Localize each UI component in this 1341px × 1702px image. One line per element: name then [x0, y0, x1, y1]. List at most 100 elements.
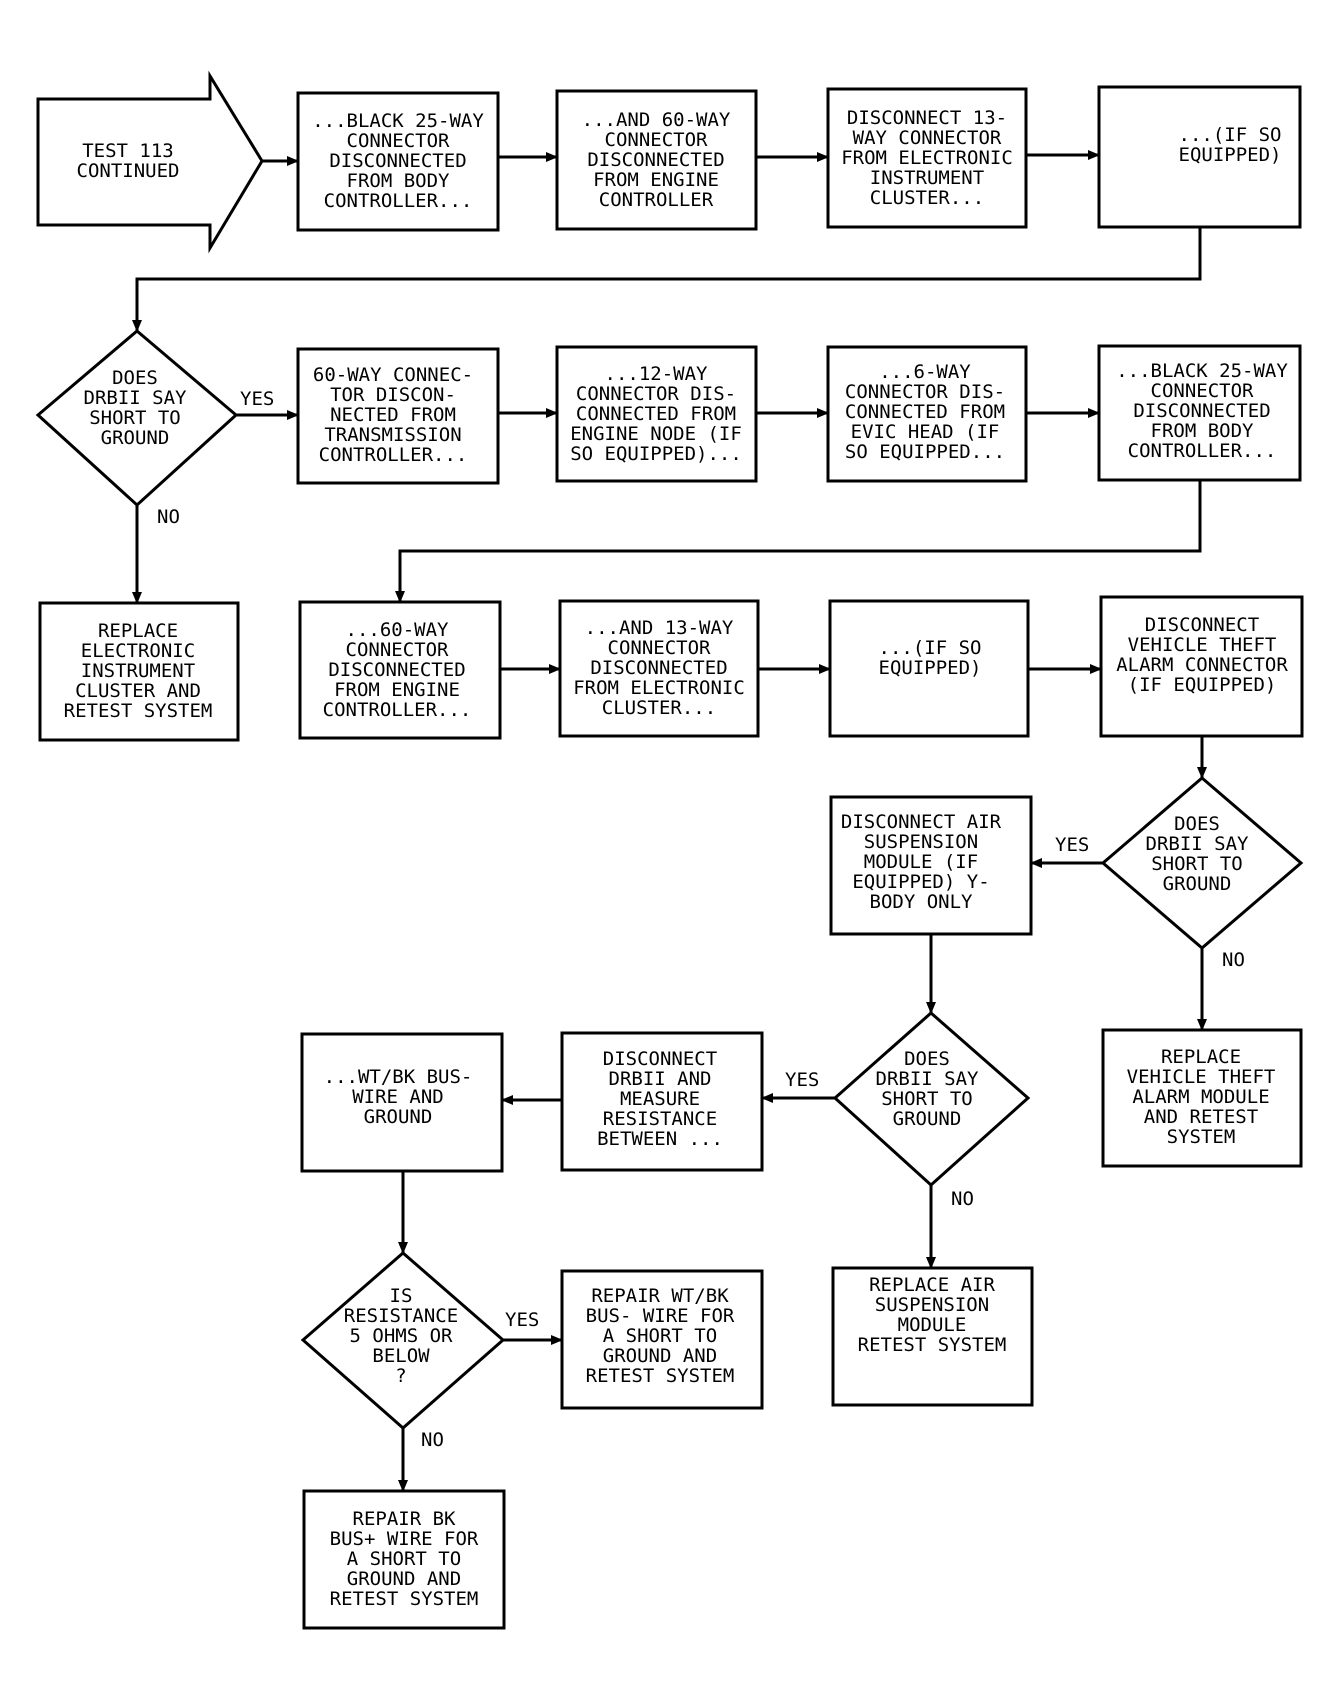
r2b2-line-1: CONNECTOR DIS-: [576, 383, 736, 405]
r1b4-line-1: EQUIPPED): [1179, 144, 1282, 166]
label-d4-no: NO: [421, 1429, 444, 1451]
r2b2-line-4: SO EQUIPPED)...: [570, 443, 742, 465]
label-d4-yes: YES: [505, 1309, 539, 1331]
repair_bk-line-4: RETEST SYSTEM: [330, 1588, 479, 1610]
air_disc-line-1: SUSPENSION: [864, 831, 978, 853]
air_disc-line-3: EQUIPPED) Y-: [852, 871, 989, 893]
r2b3-line-4: SO EQUIPPED...: [845, 441, 1005, 463]
repair_bk-line-2: A SHORT TO: [347, 1548, 461, 1570]
d2-line-0: DOES: [1174, 813, 1220, 835]
repair_wtbk-line-3: GROUND AND: [603, 1345, 717, 1367]
label-d2-no: NO: [1222, 949, 1245, 971]
measure-line-4: BETWEEN ...: [597, 1128, 723, 1150]
r2b1-line-3: TRANSMISSION: [324, 424, 461, 446]
measure-line-3: RESISTANCE: [603, 1108, 717, 1130]
r1b1-line-1: CONNECTOR: [347, 130, 451, 152]
d4-line-2: 5 OHMS OR: [350, 1325, 454, 1347]
r1b2-line-3: FROM ENGINE: [593, 169, 719, 191]
r3b1-line-2: DISCONNECTED: [328, 659, 465, 681]
wtbk-line-0: ...WT/BK BUS-: [324, 1066, 473, 1088]
repair_bk-line-0: REPAIR BK: [353, 1508, 457, 1530]
d1-line-1: DRBII SAY: [84, 387, 188, 409]
r2b3-line-1: CONNECTOR DIS-: [845, 381, 1005, 403]
r1b3-line-4: CLUSTER...: [870, 187, 984, 209]
r3b4-line-2: ALARM CONNECTOR: [1116, 654, 1288, 676]
start-line-0: TEST 113: [82, 140, 174, 162]
label-d1-no: NO: [157, 506, 180, 528]
replace_cluster-line-0: REPLACE: [98, 620, 178, 642]
replace_air-line-1: SUSPENSION: [875, 1294, 989, 1316]
edge-r1b4-to-d1: [132, 227, 1202, 332]
air_disc-line-0: DISCONNECT AIR: [841, 811, 1002, 833]
r2b2-line-2: CONNECTED FROM: [576, 403, 736, 425]
r2b1-line-2: NECTED FROM: [330, 404, 456, 426]
r1b1-line-3: FROM BODY: [347, 170, 451, 192]
r1b3-line-2: FROM ELECTRONIC: [841, 147, 1013, 169]
r3b1-line-3: FROM ENGINE: [334, 679, 460, 701]
d2-line-2: SHORT TO: [1151, 853, 1243, 875]
repair_bk-line-1: BUS+ WIRE FOR: [330, 1528, 479, 1550]
d4-line-4: ?: [395, 1365, 406, 1387]
r2b3-line-0: ...6-WAY: [879, 361, 971, 383]
r3b2-line-0: ...AND 13-WAY: [585, 617, 734, 639]
r1b3-line-1: WAY CONNECTOR: [853, 127, 1002, 149]
r3b1-line-1: CONNECTOR: [346, 639, 450, 661]
d4-line-3: BELOW: [372, 1345, 430, 1367]
replace_theft-line-2: ALARM MODULE: [1132, 1086, 1269, 1108]
start-line-1: CONTINUED: [77, 160, 180, 182]
r3b2-line-4: CLUSTER...: [602, 697, 716, 719]
r3b3-line-1: EQUIPPED): [879, 657, 982, 679]
r3b4-line-3: (IF EQUIPPED): [1128, 674, 1277, 696]
air_disc-line-2: MODULE (IF: [864, 851, 978, 873]
r1b1-line-4: CONTROLLER...: [324, 190, 473, 212]
label-d2-yes: YES: [1055, 834, 1089, 856]
wtbk-line-2: GROUND: [364, 1106, 433, 1128]
r3b1-line-4: CONTROLLER...: [323, 699, 472, 721]
d3-line-1: DRBII SAY: [876, 1068, 980, 1090]
edge-r2b4-to-r3b1: [395, 480, 1202, 603]
r1b2-line-0: ...AND 60-WAY: [582, 109, 731, 131]
replace_air-line-3: RETEST SYSTEM: [858, 1334, 1007, 1356]
r2b4-line-1: CONNECTOR: [1151, 380, 1255, 402]
r3b2-line-3: FROM ELECTRONIC: [573, 677, 745, 699]
measure-line-1: DRBII AND: [609, 1068, 712, 1090]
r2b1-line-4: CONTROLLER...: [319, 444, 468, 466]
d3-line-0: DOES: [904, 1048, 950, 1070]
replace_theft-line-3: AND RETEST: [1144, 1106, 1258, 1128]
d4-line-1: RESISTANCE: [344, 1305, 458, 1327]
repair_wtbk-line-0: REPAIR WT/BK: [591, 1285, 729, 1307]
connectors: [132, 150, 1207, 1492]
replace_cluster-line-4: RETEST SYSTEM: [64, 700, 213, 722]
r1b2-line-1: CONNECTOR: [605, 129, 709, 151]
replace_cluster-line-3: CLUSTER AND: [75, 680, 201, 702]
r3b4-line-1: VEHICLE THEFT: [1128, 634, 1277, 656]
d3-line-3: GROUND: [893, 1108, 962, 1130]
